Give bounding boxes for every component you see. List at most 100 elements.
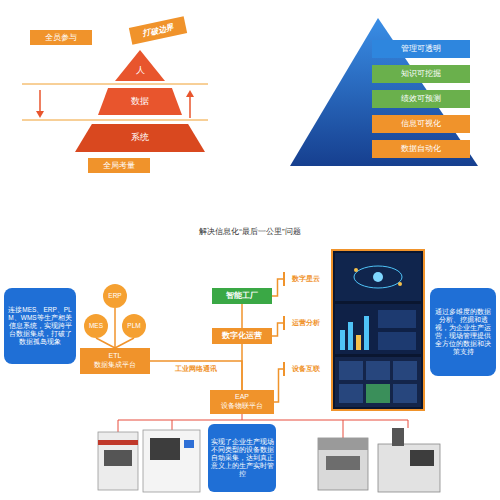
grid-cell xyxy=(339,384,363,403)
pyramid-layer: 数据 xyxy=(98,88,182,115)
connector-line xyxy=(272,323,283,336)
process-box: 数字化运营 xyxy=(212,328,272,344)
node-text: 运营分析 xyxy=(292,319,320,328)
node-text: 设备互联 xyxy=(292,365,320,374)
node-text: 数据集成平台 xyxy=(94,361,136,370)
machine-panel xyxy=(184,440,194,448)
process-box: 智能工厂 xyxy=(212,288,272,304)
screenshot-panel xyxy=(332,250,424,410)
node-text: 全局考量 xyxy=(103,161,135,171)
machine-window xyxy=(326,456,360,470)
callout-box: 实现了企业生产现场不同类型的设备数据自动采集，达到真正意义上的生产实时管控 xyxy=(208,424,276,492)
chart-bar xyxy=(356,335,361,350)
system-circle: PLM xyxy=(122,314,146,338)
device-wire xyxy=(172,420,173,430)
cloud-dot xyxy=(398,282,402,286)
node-text: 实现了企业生产现场不同类型的设备数据自动采集，达到真正意义上的生产实时管控 xyxy=(210,438,274,479)
connector-line xyxy=(241,344,243,390)
chart-bar xyxy=(348,322,353,350)
node-text: 人 xyxy=(136,65,145,76)
chart-box xyxy=(378,310,416,328)
cloud-dot xyxy=(354,268,358,272)
system-circle: ERP xyxy=(103,284,127,308)
node-text: 连接MES、ERP、PLM、WMS等生产相关信息系统，实现跨平台数据集成，打破了… xyxy=(6,306,74,347)
connector-line xyxy=(96,338,115,348)
platform-box: EAP设备物联平台 xyxy=(210,390,274,414)
section-label: 运营分析 xyxy=(283,316,327,330)
connector-line xyxy=(241,304,243,328)
node-text: 设备物联平台 xyxy=(221,402,263,411)
cloud-ring xyxy=(354,266,402,288)
node-text: 数字星云 xyxy=(292,275,320,284)
device-wire xyxy=(343,420,344,438)
diagram-title: 解决信息化“最后一公里”问题 xyxy=(0,226,500,237)
shape-fill xyxy=(98,88,182,115)
screen-pane xyxy=(335,304,421,354)
section-label: 设备互联 xyxy=(283,362,327,376)
node-text: 数据 xyxy=(131,96,149,107)
grid-cell xyxy=(339,361,363,380)
tag-box: 打破边界 xyxy=(129,16,187,44)
divider-line xyxy=(22,120,208,121)
machine-top xyxy=(318,438,368,450)
node-text: PLM xyxy=(127,322,140,330)
grid-cell xyxy=(393,384,417,403)
grid-cell xyxy=(393,361,417,380)
node-text: 全员参与 xyxy=(45,33,77,43)
pyramid-band: 绩效可预测 xyxy=(372,90,470,108)
machine-window xyxy=(150,438,180,460)
callout-box: 通过多维度的数据分析、挖掘和透视，为企业生产运营，现场管理提供全方位的数据和决策… xyxy=(430,288,496,376)
down-arrow xyxy=(39,90,41,112)
connector-line xyxy=(274,369,283,402)
connector-line xyxy=(115,338,134,348)
connector-line xyxy=(150,361,242,390)
connector-line xyxy=(114,308,116,348)
machine-body xyxy=(143,430,200,492)
machine-body xyxy=(378,444,440,492)
section-label: 数字星云 xyxy=(283,272,327,286)
machine-body xyxy=(98,432,138,490)
connector-line xyxy=(272,279,283,296)
node-text: MES xyxy=(89,322,103,330)
chart-bar xyxy=(340,330,345,350)
chart-bar xyxy=(364,316,369,350)
cloud-core xyxy=(373,272,383,282)
pyramid-layer: 系统 xyxy=(75,124,205,152)
shape-fill xyxy=(115,50,165,81)
pyramid-layer: 人 xyxy=(115,50,165,81)
machine-camera xyxy=(392,428,404,446)
node-text: ETL xyxy=(109,352,122,361)
node-text: 信息可视化 xyxy=(401,119,441,128)
grid-cell xyxy=(366,384,390,403)
machine-window xyxy=(104,450,132,466)
chart-box xyxy=(378,332,416,350)
screen-pane xyxy=(335,357,421,407)
machine-body xyxy=(318,438,368,490)
node-text: 数字化运营 xyxy=(222,331,262,340)
device-wire xyxy=(242,414,243,420)
node-text: 知识可挖掘 xyxy=(401,69,441,78)
node-text: 管理可透明 xyxy=(401,44,441,53)
arrow-head xyxy=(186,90,194,97)
pyramid-shape xyxy=(290,18,478,166)
node-text: 绩效可预测 xyxy=(401,94,441,103)
tag-box: 全员参与 xyxy=(30,30,92,45)
machine-monitor xyxy=(410,450,434,466)
connector-label: 工业网络通讯 xyxy=(156,364,236,374)
node-text: 数据自动化 xyxy=(401,144,441,153)
platform-box: ETL数据集成平台 xyxy=(80,348,150,374)
pyramid-band: 管理可透明 xyxy=(372,40,470,58)
up-arrow xyxy=(189,96,191,118)
callout-box: 连接MES、ERP、PLM、WMS等生产相关信息系统，实现跨平台数据集成，打破了… xyxy=(4,288,76,364)
node-text: 系统 xyxy=(131,132,149,143)
pyramid-band: 数据自动化 xyxy=(372,140,470,158)
machine-stripe xyxy=(98,440,138,445)
node-text: EAP xyxy=(235,393,249,402)
pyramid-band: 知识可挖掘 xyxy=(372,65,470,83)
node-text: ERP xyxy=(108,292,121,300)
node-text: 通过多维度的数据分析、挖掘和透视，为企业生产运营，现场管理提供全方位的数据和决策… xyxy=(432,308,494,357)
system-circle: MES xyxy=(84,314,108,338)
arrow-head xyxy=(36,111,44,118)
node-text: 智能工厂 xyxy=(226,291,258,300)
